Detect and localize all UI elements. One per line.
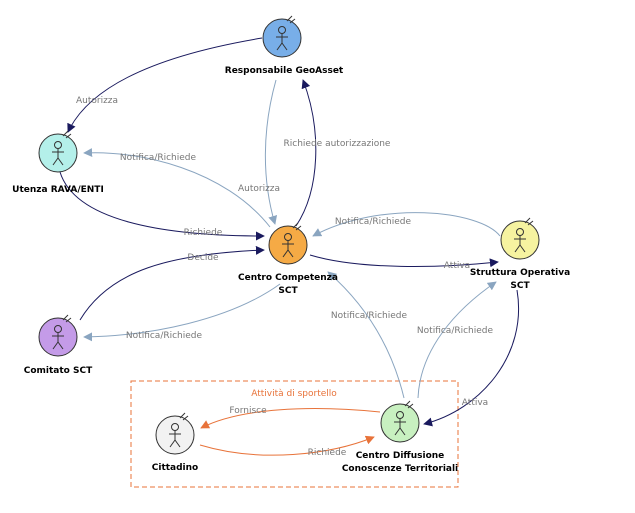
edge-label-notifica-utenza: Notifica/Richiede xyxy=(120,153,197,163)
edge-label-notifica-struttura: Notifica/Richiede xyxy=(335,217,412,227)
edge-richiede-autorizzazione xyxy=(295,79,317,227)
actor-centro-diffusione[interactable] xyxy=(380,400,420,443)
edge-label-notifica-diffusione-cc: Notifica/Richiede xyxy=(331,311,408,321)
edge-label-decide: Decide xyxy=(187,253,219,263)
edge-label-autorizza-mid: Autorizza xyxy=(238,184,280,194)
edge-fornisce xyxy=(200,408,381,429)
actor-centro-competenza-sct[interactable] xyxy=(268,222,308,265)
edge-label-autorizza-top: Autorizza xyxy=(76,96,118,106)
node-label-centro-diffusione-2: Conoscenze Territoriali xyxy=(342,464,458,474)
group-label: Attività di sportello xyxy=(251,389,337,399)
edge-attiva-diffusione xyxy=(423,289,519,427)
node-label-cittadino: Cittadino xyxy=(152,463,199,473)
node-label-centro-diffusione-1: Centro Diffusione xyxy=(356,451,445,461)
edge-decide xyxy=(79,245,265,321)
edge-label-richiede-utenza: Richiede xyxy=(184,228,223,238)
actor-utenza-rava-enti[interactable] xyxy=(38,130,78,173)
edge-label-richiede-cittadino: Richiede xyxy=(308,448,347,458)
actor-cittadino[interactable] xyxy=(155,412,195,455)
edge-attiva-struttura xyxy=(309,254,499,268)
edge-autorizza-mid xyxy=(264,79,278,225)
edge-notifica-struttura xyxy=(312,212,501,237)
actor-struttura-operativa-sct[interactable] xyxy=(500,217,540,260)
group-attivita-sportello xyxy=(130,380,459,488)
edge-notifica-comitato xyxy=(83,283,281,342)
node-label-utenza: Utenza RAVA/ENTI xyxy=(12,185,104,195)
edge-richiede-cittadino xyxy=(199,435,375,456)
edge-label-attiva-struttura: Attiva xyxy=(444,261,470,271)
node-label-comitato: Comitato SCT xyxy=(24,366,93,376)
edge-label-notifica-diffusione-so: Notifica/Richiede xyxy=(417,326,494,336)
node-label-responsabile: Responsabile GeoAsset xyxy=(225,66,344,76)
node-label-struttura-1: Struttura Operativa xyxy=(470,268,570,278)
actor-comitato-sct[interactable] xyxy=(38,314,78,357)
node-label-centro-competenza-1: Centro Competenza xyxy=(238,273,338,283)
edge-label-richiede-autorizzazione: Richiede autorizzazione xyxy=(284,139,391,149)
node-label-struttura-2: SCT xyxy=(510,281,530,291)
edge-richiede-utenza xyxy=(59,171,265,241)
edge-notifica-diffusione-cc xyxy=(327,271,405,399)
edge-notifica-utenza xyxy=(83,148,271,228)
node-label-centro-competenza-2: SCT xyxy=(278,286,298,296)
edge-autorizza-top xyxy=(67,37,263,133)
edge-notifica-diffusione-so xyxy=(417,281,497,399)
edge-label-notifica-comitato: Notifica/Richiede xyxy=(126,331,203,341)
edge-label-fornisce: Fornisce xyxy=(229,406,267,416)
actor-responsabile-geoasset[interactable] xyxy=(262,15,302,58)
edge-label-attiva-diffusione: Attiva xyxy=(462,398,488,408)
